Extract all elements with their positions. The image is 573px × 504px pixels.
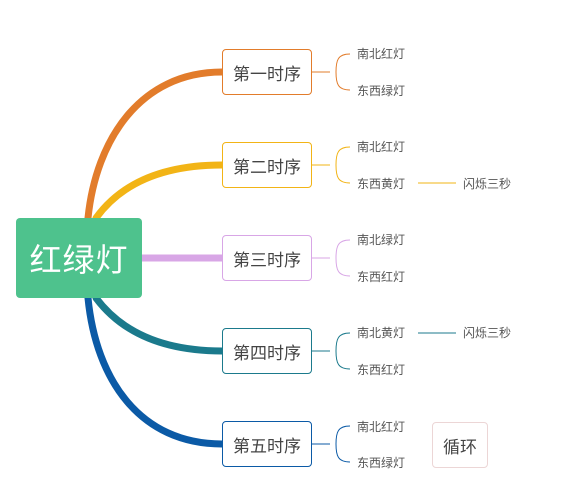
branch-4-leaf-bracket: [312, 332, 351, 370]
note-4[interactable]: 闪烁三秒: [463, 326, 512, 340]
branch-node-5[interactable]: 第五时序: [222, 421, 312, 467]
branch-node-3[interactable]: 第三时序: [222, 235, 312, 281]
leaf-3-2[interactable]: 东西红灯: [357, 270, 406, 284]
leaf-1-2[interactable]: 东西绿灯: [357, 84, 406, 98]
branch-2-leaf-bracket: [312, 146, 351, 184]
branch-1-connector: [84, 68, 226, 222]
leaf-5-1[interactable]: 南北红灯: [357, 420, 406, 434]
root-node[interactable]: 红绿灯: [16, 218, 142, 298]
branch-node-2[interactable]: 第二时序: [222, 142, 312, 188]
branch-1-leaf-bracket: [312, 53, 351, 91]
leaf-4-2[interactable]: 东西红灯: [357, 363, 406, 377]
leaf-1-1[interactable]: 南北红灯: [357, 47, 406, 61]
leaf-2-1[interactable]: 南北红灯: [357, 140, 406, 154]
branch-5-leaf-bracket: [312, 425, 351, 463]
leaf-4-1[interactable]: 南北黄灯: [357, 326, 406, 340]
loop-node[interactable]: 循环: [432, 422, 488, 468]
leaf-3-1[interactable]: 南北绿灯: [357, 233, 406, 247]
leaf-5-2[interactable]: 东西绿灯: [357, 456, 406, 470]
branch-node-4[interactable]: 第四时序: [222, 328, 312, 374]
branch-5-connector: [84, 294, 226, 448]
branch-node-1[interactable]: 第一时序: [222, 49, 312, 95]
note-2[interactable]: 闪烁三秒: [463, 177, 512, 191]
leaf-2-2[interactable]: 东西黄灯: [357, 177, 406, 191]
branch-4-connector: [92, 294, 226, 355]
branch-3-leaf-bracket: [312, 239, 351, 277]
branch-2-connector: [92, 161, 226, 222]
